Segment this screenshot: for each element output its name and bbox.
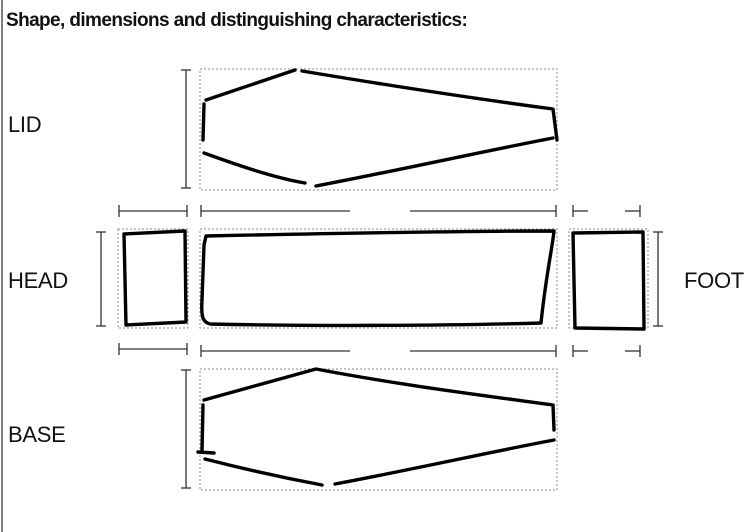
label-head: HEAD [8, 268, 68, 293]
foot-end-view [568, 205, 663, 357]
foot-outline [571, 230, 646, 331]
head-outline [122, 229, 188, 327]
label-foot: FOOT [684, 268, 744, 293]
lid-frame [199, 68, 558, 191]
head-end-view [96, 205, 189, 355]
side-length-dimension-bottom [200, 345, 557, 357]
label-lid: LID [8, 112, 42, 137]
head-height-dimension [96, 231, 106, 327]
foot-height-dimension [653, 231, 663, 327]
lid-height-dimension [181, 69, 191, 189]
lid-view [181, 68, 559, 191]
foot-width-dimension-top [572, 205, 641, 217]
head-width-dimension-bottom [118, 343, 188, 355]
page-title: Shape, dimensions and distinguishing cha… [6, 10, 468, 31]
head-frame [117, 228, 189, 329]
base-height-dimension [181, 369, 191, 489]
base-outline-bottom [196, 403, 556, 487]
side-length-dimension-top [200, 205, 557, 217]
label-base: BASE [8, 422, 66, 447]
base-frame [199, 368, 558, 491]
head-width-dimension-top [118, 205, 188, 217]
side-outline [200, 229, 556, 328]
foot-frame [568, 228, 649, 329]
foot-width-dimension-bottom [572, 345, 641, 357]
side-frame [199, 228, 558, 329]
lid-outline-top [204, 68, 559, 142]
lid-outline-bottom [201, 102, 555, 188]
base-outline-top [202, 367, 556, 432]
base-view [181, 367, 558, 491]
side-view [199, 205, 558, 357]
